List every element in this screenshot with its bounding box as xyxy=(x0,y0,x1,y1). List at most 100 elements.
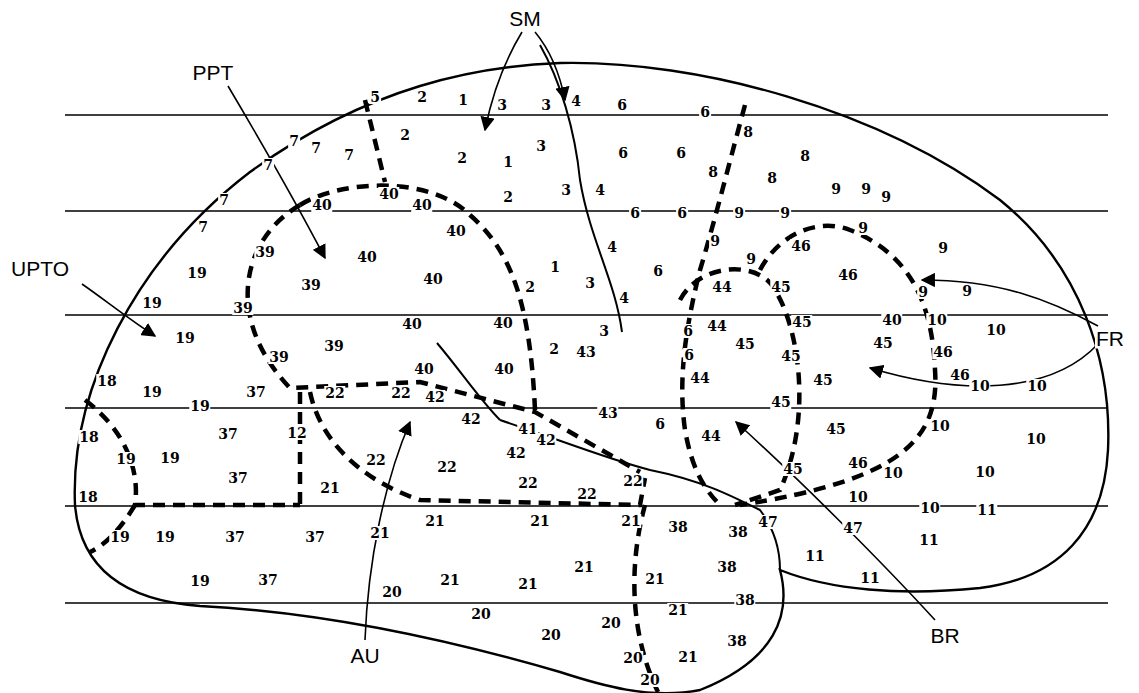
area-number: 9 xyxy=(733,206,745,220)
area-number: 7 xyxy=(218,193,230,207)
area-number: 20 xyxy=(622,651,643,665)
area-number: 9 xyxy=(830,182,842,196)
area-number: 22 xyxy=(622,474,643,488)
area-number: 21 xyxy=(573,560,594,574)
area-number: 3 xyxy=(540,98,552,112)
area-number: 43 xyxy=(575,345,596,359)
area-number: 1 xyxy=(549,260,561,274)
area-number: 6 xyxy=(617,146,629,160)
area-number: 19 xyxy=(141,385,162,399)
area-number: 38 xyxy=(726,634,747,648)
area-number: 2 xyxy=(502,190,514,204)
area-number: 40 xyxy=(378,187,399,201)
area-number: 6 xyxy=(676,206,688,220)
grid-lines xyxy=(65,115,1108,603)
area-number: 9 xyxy=(961,284,973,298)
area-number: 6 xyxy=(654,417,666,431)
area-number: 19 xyxy=(189,399,210,413)
area-number: 21 xyxy=(677,650,698,664)
area-number: 6 xyxy=(652,264,664,278)
area-number: 10 xyxy=(847,490,868,504)
area-number: 45 xyxy=(770,395,791,409)
area-number: 10 xyxy=(985,323,1006,337)
area-number: 39 xyxy=(323,339,344,353)
area-number: 10 xyxy=(974,465,995,479)
area-number: 19 xyxy=(141,296,162,310)
area-number: 19 xyxy=(154,530,175,544)
area-number: 45 xyxy=(872,336,893,350)
region-label: SM xyxy=(508,8,542,29)
area-number: 22 xyxy=(365,453,386,467)
area-number: 42 xyxy=(424,390,445,404)
area-number: 40 xyxy=(413,362,434,376)
area-number: 45 xyxy=(734,337,755,351)
area-number: 4 xyxy=(606,240,618,254)
area-number: 40 xyxy=(311,198,332,212)
area-number: 40 xyxy=(411,198,432,212)
area-number: 44 xyxy=(711,280,732,294)
area-number: 22 xyxy=(576,487,597,501)
area-number: 37 xyxy=(227,471,248,485)
area-number: 42 xyxy=(535,433,556,447)
area-number: 7 xyxy=(343,148,355,162)
area-number: 10 xyxy=(929,419,950,433)
area-number: 37 xyxy=(224,530,245,544)
area-number: 45 xyxy=(825,422,846,436)
area-number: 45 xyxy=(812,373,833,387)
region-label: PPT xyxy=(192,62,235,83)
area-number: 4 xyxy=(570,94,582,108)
area-number: 9 xyxy=(880,190,892,204)
area-number: 40 xyxy=(445,224,466,238)
area-number: 19 xyxy=(189,574,210,588)
area-number: 11 xyxy=(804,549,825,563)
area-number: 46 xyxy=(837,268,858,282)
area-number: 10 xyxy=(969,379,990,393)
area-number: 22 xyxy=(436,460,457,474)
area-number: 37 xyxy=(304,530,325,544)
area-number: 3 xyxy=(584,276,596,290)
area-number: 19 xyxy=(109,530,130,544)
area-number: 10 xyxy=(926,313,947,327)
area-number: 37 xyxy=(217,427,238,441)
area-number: 9 xyxy=(857,221,869,235)
area-number: 42 xyxy=(460,412,481,426)
area-number: 21 xyxy=(319,481,340,495)
area-number: 3 xyxy=(598,324,610,338)
area-number: 12 xyxy=(286,426,307,440)
area-number: 18 xyxy=(78,430,99,444)
area-number: 42 xyxy=(505,446,526,460)
area-number: 46 xyxy=(932,345,953,359)
area-number: 9 xyxy=(937,241,949,255)
area-number: 11 xyxy=(859,571,880,585)
area-number: 44 xyxy=(700,429,721,443)
area-number: 6 xyxy=(699,105,711,119)
area-number: 39 xyxy=(268,350,289,364)
area-number: 19 xyxy=(159,451,180,465)
area-number: 38 xyxy=(667,520,688,534)
area-number: 38 xyxy=(734,593,755,607)
region-label: AU xyxy=(349,645,380,666)
area-number: 5 xyxy=(369,90,381,104)
area-number: 9 xyxy=(745,252,757,266)
area-number: 44 xyxy=(706,319,727,333)
area-number: 2 xyxy=(548,342,560,356)
area-number: 37 xyxy=(257,573,278,587)
area-number: 19 xyxy=(186,266,207,280)
area-number: 2 xyxy=(524,280,536,294)
area-number: 18 xyxy=(77,490,98,504)
area-number: 7 xyxy=(197,220,209,234)
area-number: 4 xyxy=(594,183,606,197)
area-number: 20 xyxy=(470,607,491,621)
area-number: 45 xyxy=(791,315,812,329)
area-number: 47 xyxy=(842,521,863,535)
area-number: 19 xyxy=(174,331,195,345)
area-number: 46 xyxy=(949,368,970,382)
region-boundaries xyxy=(85,100,935,692)
region-label: BR xyxy=(929,625,960,646)
brain-outline xyxy=(75,63,1109,693)
area-number: 38 xyxy=(727,525,748,539)
area-number: 6 xyxy=(616,98,628,112)
area-number: 21 xyxy=(644,572,665,586)
area-number: 39 xyxy=(254,245,275,259)
